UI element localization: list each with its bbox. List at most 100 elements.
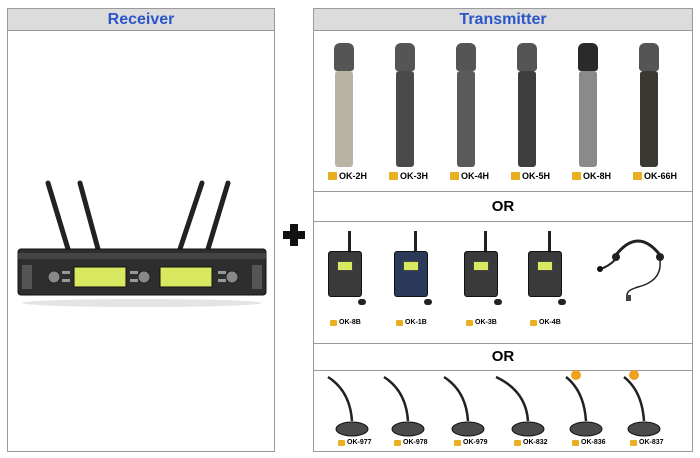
logo-icon bbox=[330, 319, 337, 326]
plus-icon bbox=[281, 222, 307, 248]
model-name: OK-5H bbox=[522, 171, 551, 181]
model-label: OK-979 bbox=[454, 439, 488, 446]
bodypack-case bbox=[394, 251, 428, 297]
model-label: OK-5H bbox=[511, 171, 550, 181]
model-label: OK-977 bbox=[338, 439, 372, 446]
antenna bbox=[348, 231, 351, 253]
new-badge-icon bbox=[571, 370, 581, 380]
handheld-mic bbox=[393, 43, 417, 169]
mic-body bbox=[518, 71, 536, 167]
receiver-panel: Receiver bbox=[7, 8, 275, 452]
logo-icon bbox=[389, 172, 398, 180]
mic-body bbox=[457, 71, 475, 167]
gooseneck-mic bbox=[495, 375, 545, 437]
model-name: OK-1B bbox=[405, 319, 427, 326]
bodypack-display bbox=[337, 261, 353, 271]
model-label: OK-837 bbox=[630, 439, 664, 446]
logo-icon bbox=[394, 439, 401, 446]
logo-icon bbox=[338, 439, 345, 446]
logo-icon bbox=[572, 439, 579, 446]
logo-icon bbox=[466, 319, 473, 326]
bodypack-transmitter bbox=[328, 231, 366, 311]
handheld-mic bbox=[454, 43, 478, 169]
model-name: OK-3H bbox=[400, 171, 429, 181]
logo-icon bbox=[454, 439, 461, 446]
model-label: OK-4B bbox=[530, 319, 561, 326]
mic-grille bbox=[334, 43, 354, 71]
model-name: OK-8B bbox=[339, 319, 361, 326]
model-name: OK-832 bbox=[523, 439, 548, 446]
logo-icon bbox=[633, 172, 642, 180]
divider bbox=[314, 221, 692, 222]
model-label: OK-2H bbox=[328, 171, 367, 181]
gooseneck-mic bbox=[383, 375, 425, 437]
or-label: OR bbox=[491, 348, 515, 365]
mic-grille bbox=[517, 43, 537, 71]
bodypack-case bbox=[328, 251, 362, 297]
model-name: OK-3B bbox=[475, 319, 497, 326]
gooseneck-mic bbox=[327, 375, 369, 437]
logo-icon bbox=[450, 172, 459, 180]
logo-icon bbox=[530, 319, 537, 326]
mic-body bbox=[640, 71, 658, 167]
bodypack-case bbox=[528, 251, 562, 297]
model-label: OK-836 bbox=[572, 439, 606, 446]
receiver-unit-image bbox=[17, 180, 267, 307]
model-name: OK-2H bbox=[339, 171, 368, 181]
bodypack-display bbox=[403, 261, 419, 271]
bodypack-display bbox=[473, 261, 489, 271]
logo-icon bbox=[630, 439, 637, 446]
handheld-mic bbox=[576, 43, 600, 169]
logo-icon bbox=[396, 319, 403, 326]
bodypack-transmitter bbox=[464, 231, 502, 311]
or-label: OR bbox=[491, 198, 515, 215]
model-label: OK-3H bbox=[389, 171, 428, 181]
model-name: OK-8H bbox=[583, 171, 612, 181]
bodypack-transmitter bbox=[528, 231, 566, 311]
model-label: OK-832 bbox=[514, 439, 548, 446]
model-label: OK-8H bbox=[572, 171, 611, 181]
bodypack-case bbox=[464, 251, 498, 297]
mic-grille bbox=[395, 43, 415, 71]
mic-grille bbox=[456, 43, 476, 71]
model-name: OK-979 bbox=[463, 439, 488, 446]
logo-icon bbox=[511, 172, 520, 180]
logo-icon bbox=[514, 439, 521, 446]
model-label: OK-8B bbox=[330, 319, 361, 326]
model-name: OK-4H bbox=[461, 171, 490, 181]
model-name: OK-4B bbox=[539, 319, 561, 326]
new-badge-icon bbox=[629, 370, 639, 380]
model-label: OK-1B bbox=[396, 319, 427, 326]
model-label: OK-4H bbox=[450, 171, 489, 181]
antenna bbox=[414, 231, 417, 253]
antenna bbox=[548, 231, 551, 253]
logo-icon bbox=[572, 172, 581, 180]
gooseneck-mic bbox=[623, 370, 661, 437]
transmitter-panel: Transmitter OR OR OK-2H OK-3H OK-4H OK-5H OK… bbox=[313, 8, 693, 452]
model-name: OK-978 bbox=[403, 439, 428, 446]
divider bbox=[314, 370, 692, 371]
antenna bbox=[484, 231, 487, 253]
model-label: OK-3B bbox=[466, 319, 497, 326]
bodypack-transmitter bbox=[394, 231, 432, 311]
lavalier-mic bbox=[424, 299, 432, 305]
gooseneck-mic bbox=[443, 375, 485, 437]
receiver-title: Receiver bbox=[8, 9, 274, 31]
bodypack-display bbox=[537, 261, 553, 271]
model-name: OK-837 bbox=[639, 439, 664, 446]
model-name: OK-977 bbox=[347, 439, 372, 446]
lavalier-mic bbox=[558, 299, 566, 305]
model-name: OK-836 bbox=[581, 439, 606, 446]
lavalier-mic bbox=[494, 299, 502, 305]
model-label: OK-66H bbox=[633, 171, 677, 181]
model-name: OK-66H bbox=[644, 171, 678, 181]
gooseneck-mic bbox=[565, 370, 603, 437]
mic-grille bbox=[578, 43, 598, 71]
lavalier-mic bbox=[358, 299, 366, 305]
headset-mic-image bbox=[597, 239, 664, 301]
mic-grille bbox=[639, 43, 659, 71]
divider bbox=[314, 191, 692, 192]
handheld-mic bbox=[515, 43, 539, 169]
transmitter-title: Transmitter bbox=[314, 9, 692, 31]
handheld-mic bbox=[332, 43, 356, 169]
